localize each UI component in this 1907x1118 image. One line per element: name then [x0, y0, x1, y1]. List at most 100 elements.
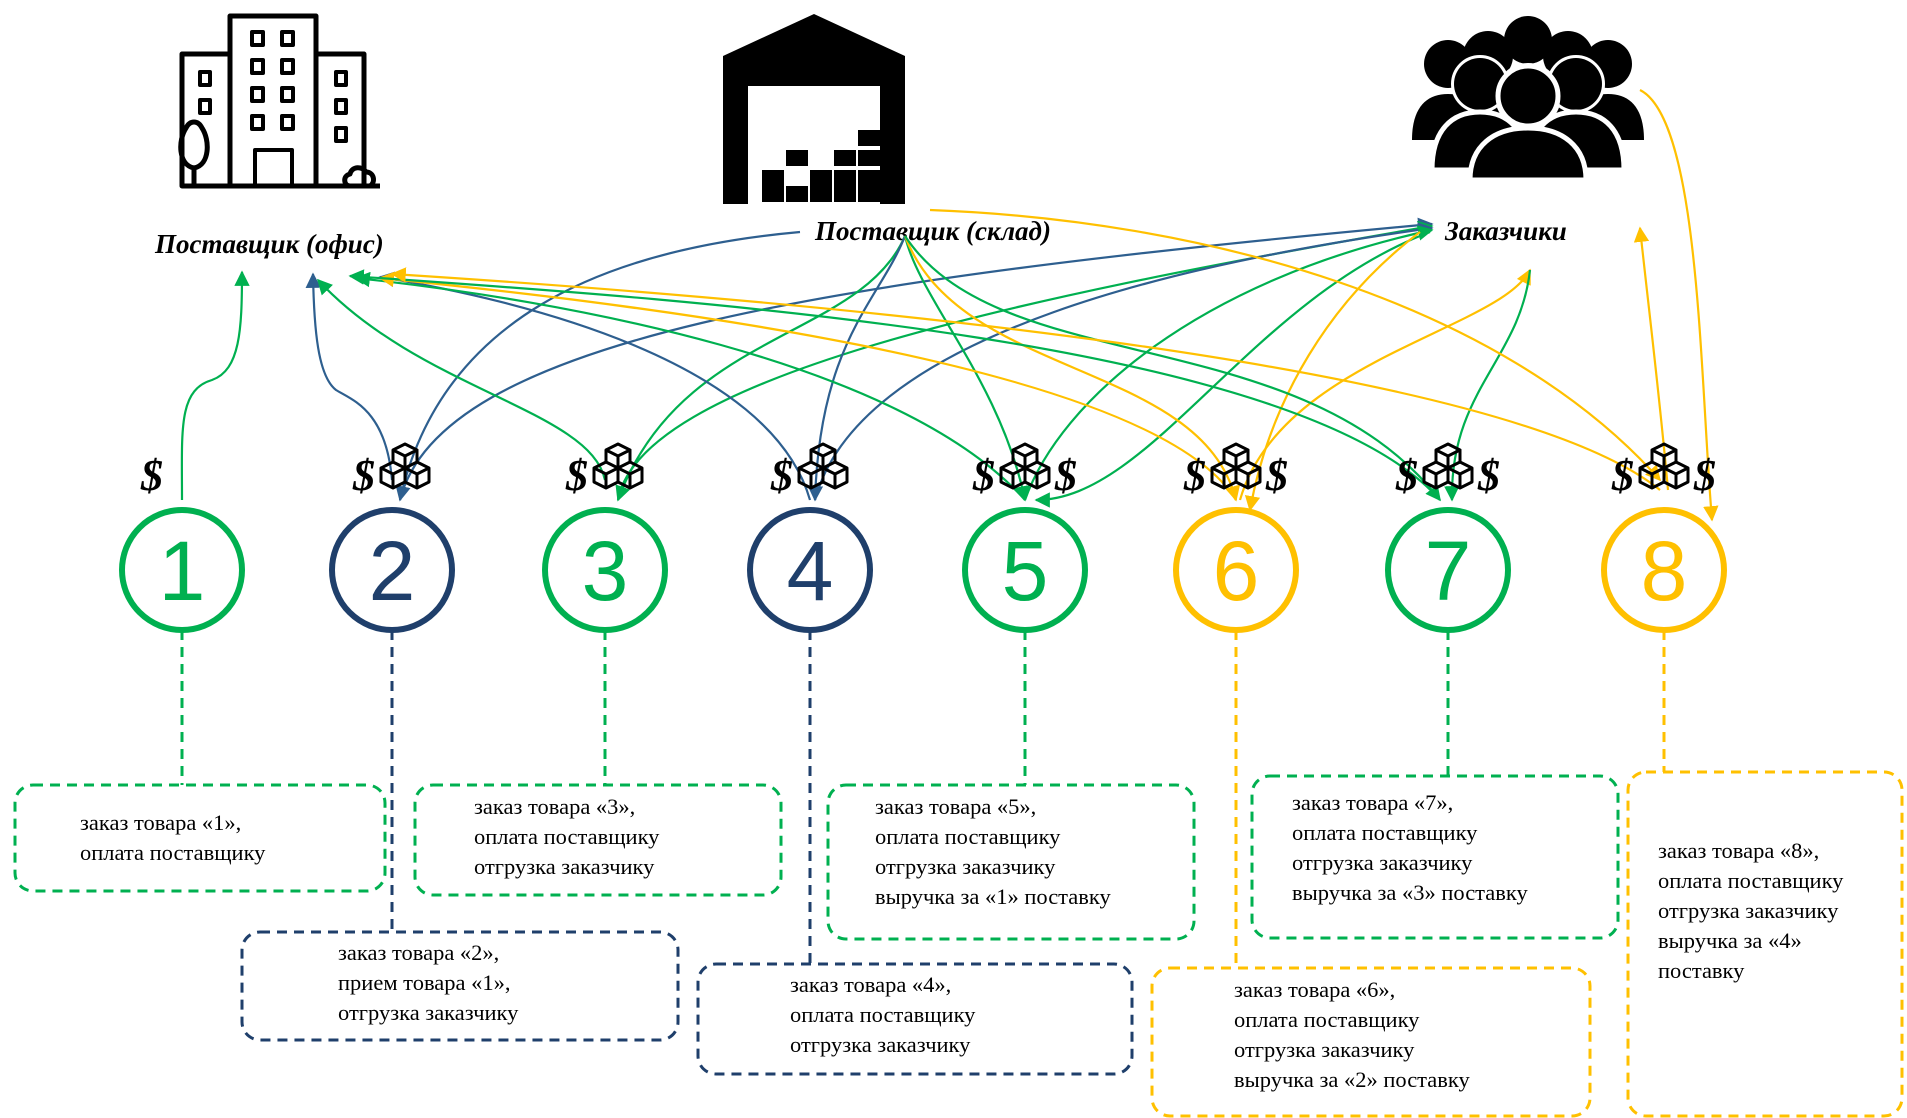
- arrow-5-to-customers: [1023, 225, 1434, 501]
- dollar-icon: $: [1477, 451, 1500, 500]
- box-icon: [1422, 442, 1474, 490]
- warehouse-icon: [723, 14, 905, 204]
- dollar-icon: $: [972, 451, 995, 500]
- step-number: 4: [787, 524, 834, 618]
- people-group-icon: [1412, 16, 1644, 183]
- step-circle: [1601, 507, 1727, 633]
- step-number: 7: [1425, 524, 1472, 618]
- description-box: [696, 962, 1134, 1076]
- description-line: заказ товара «6»,: [1234, 977, 1395, 1002]
- description-line: отгрузка заказчику: [790, 1032, 971, 1057]
- arrow-2-from-warehouse: [395, 230, 801, 502]
- step-6: 6$$заказ товара «6»,оплата поставщикуотг…: [1150, 442, 1592, 1118]
- dollar-icon: $: [1183, 451, 1206, 500]
- description-line: оплата поставщику: [1292, 820, 1478, 845]
- description-line: отгрузка заказчику: [1658, 898, 1839, 923]
- box-icon: [592, 442, 644, 490]
- step-circle: [542, 507, 668, 633]
- step-circle: [329, 507, 455, 633]
- arrow-8-customers-payment: [1639, 89, 1719, 522]
- step-8: 8$ $ заказ товара «8», оплата поставщику отг…: [1601, 442, 1904, 1118]
- description-line: выручка за «1» поставку: [875, 884, 1112, 909]
- step-5: 5$ $ заказ товара «5», оплата поставщику отг…: [826, 442, 1196, 941]
- description-line: выручка за «2» поставку: [1234, 1067, 1471, 1092]
- arrow-6-to-customers: [1238, 268, 1531, 501]
- dollar-icon: $: [1693, 451, 1716, 500]
- description-line: отгрузка заказчику: [875, 854, 1056, 879]
- description-line: заказ товара «7»,: [1292, 790, 1453, 815]
- description-line: оплата поставщику: [474, 824, 660, 849]
- step-circle: [1385, 507, 1511, 633]
- dollar-icon: $: [140, 451, 163, 500]
- description-line: оплата поставщику: [1658, 868, 1844, 893]
- step-number: 5: [1002, 524, 1049, 618]
- dollar-icon: $: [1054, 451, 1077, 500]
- step-circle: [1173, 507, 1299, 633]
- description-line: заказ товара «8»,: [1658, 838, 1819, 863]
- step-7: 7$$заказ товара «7»,оплата поставщикуотг…: [1250, 442, 1620, 940]
- arrow-2-to-customers: [398, 217, 1434, 501]
- description-line: отгрузка заказчику: [474, 854, 655, 879]
- arrow-6-to-office: [378, 271, 1237, 501]
- arrow-5-to-office: [354, 271, 1026, 501]
- step-number: 6: [1213, 524, 1260, 618]
- dollar-icon: $: [770, 451, 793, 500]
- description-line: заказ товара «5»,: [875, 794, 1036, 819]
- arrow-4-to-customers: [813, 222, 1434, 501]
- arrow-8-to-office: [390, 267, 1661, 491]
- description-line: заказ товара «4»,: [790, 972, 951, 997]
- arrow-4-from-warehouse: [807, 235, 907, 502]
- step-number: 3: [582, 524, 629, 618]
- description-line: отгрузка заказчику: [1234, 1037, 1415, 1062]
- arrow-6-from-warehouse: [903, 235, 1240, 502]
- description-box: [13, 783, 387, 893]
- description-box: [1250, 774, 1620, 940]
- description-box: [240, 930, 680, 1042]
- arrow-7-customers-payment: [1444, 269, 1532, 502]
- description-line: оплата поставщику: [790, 1002, 976, 1027]
- arrow-7-to-office: [348, 269, 1441, 501]
- arrow-3-to-office: [316, 278, 607, 481]
- arrow-5-customers-payment: [1034, 230, 1431, 508]
- office-label: Поставщик (офис): [154, 229, 384, 259]
- description-line: оплата поставщику: [1234, 1007, 1420, 1032]
- description-line: выручка за «3» поставку: [1292, 880, 1529, 905]
- step-number: 1: [159, 524, 206, 618]
- steps-layer: 1 $ заказ товара «1», оплата поставщику 2 $ за…: [13, 442, 1904, 1118]
- warehouse-label: Поставщик (склад): [814, 216, 1051, 246]
- box-icon: [1210, 442, 1262, 490]
- description-box: [1150, 966, 1592, 1118]
- dollar-icon: $: [1265, 451, 1288, 500]
- step-1: 1 $ заказ товара «1», оплата поставщику: [13, 451, 387, 893]
- arrow-8-from-warehouse: [929, 208, 1662, 482]
- box-icon: [797, 442, 849, 490]
- customers-label: Заказчики: [1444, 216, 1567, 246]
- description-box: [1626, 770, 1904, 1118]
- description-line: заказ товара «2»,: [338, 940, 499, 965]
- description-line: оплата поставщику: [80, 840, 266, 865]
- arrow-3-from-warehouse: [615, 235, 907, 502]
- description-line: заказ товара «3»,: [474, 794, 635, 819]
- arrow-1-payment: [180, 270, 250, 501]
- step-circle: [119, 507, 245, 633]
- description-line: отгрузка заказчику: [338, 1000, 519, 1025]
- arrow-2-to-office: [305, 272, 394, 481]
- description-line: оплата поставщику: [875, 824, 1061, 849]
- step-number: 2: [369, 524, 416, 618]
- description-line: отгрузка заказчику: [1292, 850, 1473, 875]
- description-box: [413, 783, 783, 897]
- step-2: 2 $ заказ товара «2», прием товара «1», отгр…: [240, 442, 680, 1042]
- step-3: 3 $ заказ товара «3», оплата поставщику отгр…: [413, 442, 783, 897]
- description-line: заказ товара «1»,: [80, 810, 241, 835]
- description-line: поставку: [1658, 958, 1745, 983]
- description-line: прием товара «1»,: [338, 970, 511, 995]
- step-circle: [747, 507, 873, 633]
- dollar-icon: $: [565, 451, 588, 500]
- description-line: выручка за «4»: [1658, 928, 1802, 953]
- description-box: [826, 783, 1196, 941]
- office-building-icon: [178, 13, 380, 189]
- arrow-7-from-warehouse: [904, 235, 1441, 502]
- dollar-icon: $: [1611, 451, 1634, 500]
- step-number: 8: [1641, 524, 1688, 618]
